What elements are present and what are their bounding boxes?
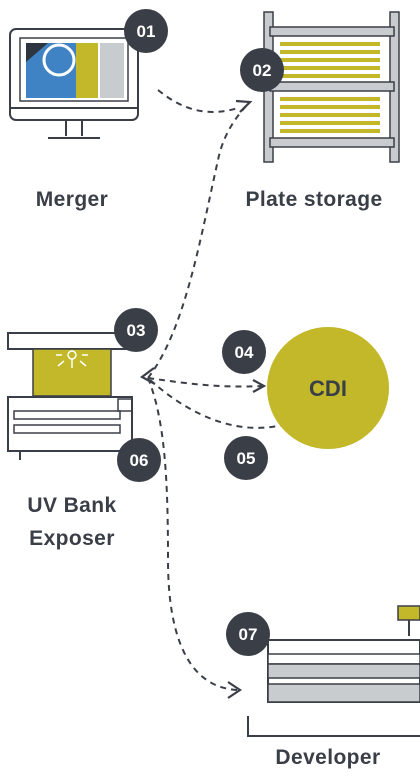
badge-05: 05 [224,436,268,480]
arrowhead-developer [227,681,242,699]
uv-bank-label-line2: Exposer [29,527,115,550]
plate-storage-node: 02 Plate storage [240,11,400,211]
svg-text:06: 06 [130,451,149,470]
uv-exposer-icon [7,332,135,460]
uv-bank-label-line1: UV Bank [27,494,116,517]
badge-04: 04 [222,330,266,374]
developer-machine-icon [247,605,420,737]
flow-arrows [139,89,287,699]
merger-label: Merger [36,188,108,211]
arrowhead-cdi [252,379,267,393]
svg-text:03: 03 [127,321,146,340]
badge-02: 02 [240,48,284,92]
cdi-node: CDI 04 05 [222,327,389,480]
arrow-exposer-to-storage [147,101,251,379]
svg-text:01: 01 [137,22,156,41]
arrow-exposer-to-developer [147,377,239,691]
developer-label: Developer [275,746,380,769]
badge-01: 01 [124,9,168,53]
arrow-exposer-to-cdi [147,377,263,388]
plate-storage-label: Plate storage [245,188,382,211]
arrow-merger-to-storage [157,89,239,113]
cdi-label: CDI [309,376,347,401]
uv-bank-node: 03 06 UV Bank Exposer [7,308,161,550]
badge-03: 03 [114,308,158,352]
cdi-circle [267,327,389,449]
arrowhead-storage [235,99,253,113]
developer-node: 07 Developer [226,605,420,769]
badge-07: 07 [226,612,270,656]
svg-text:07: 07 [239,625,258,644]
plate-rack-icon [263,11,400,163]
svg-text:02: 02 [253,61,272,80]
merger-node: 01 Merger [9,9,168,211]
badge-06: 06 [117,438,161,482]
arrowhead-exposer [139,367,156,385]
svg-text:05: 05 [237,449,256,468]
arrow-cdi-to-exposer [147,377,287,429]
svg-text:04: 04 [235,343,254,362]
monitor-icon [9,28,139,139]
